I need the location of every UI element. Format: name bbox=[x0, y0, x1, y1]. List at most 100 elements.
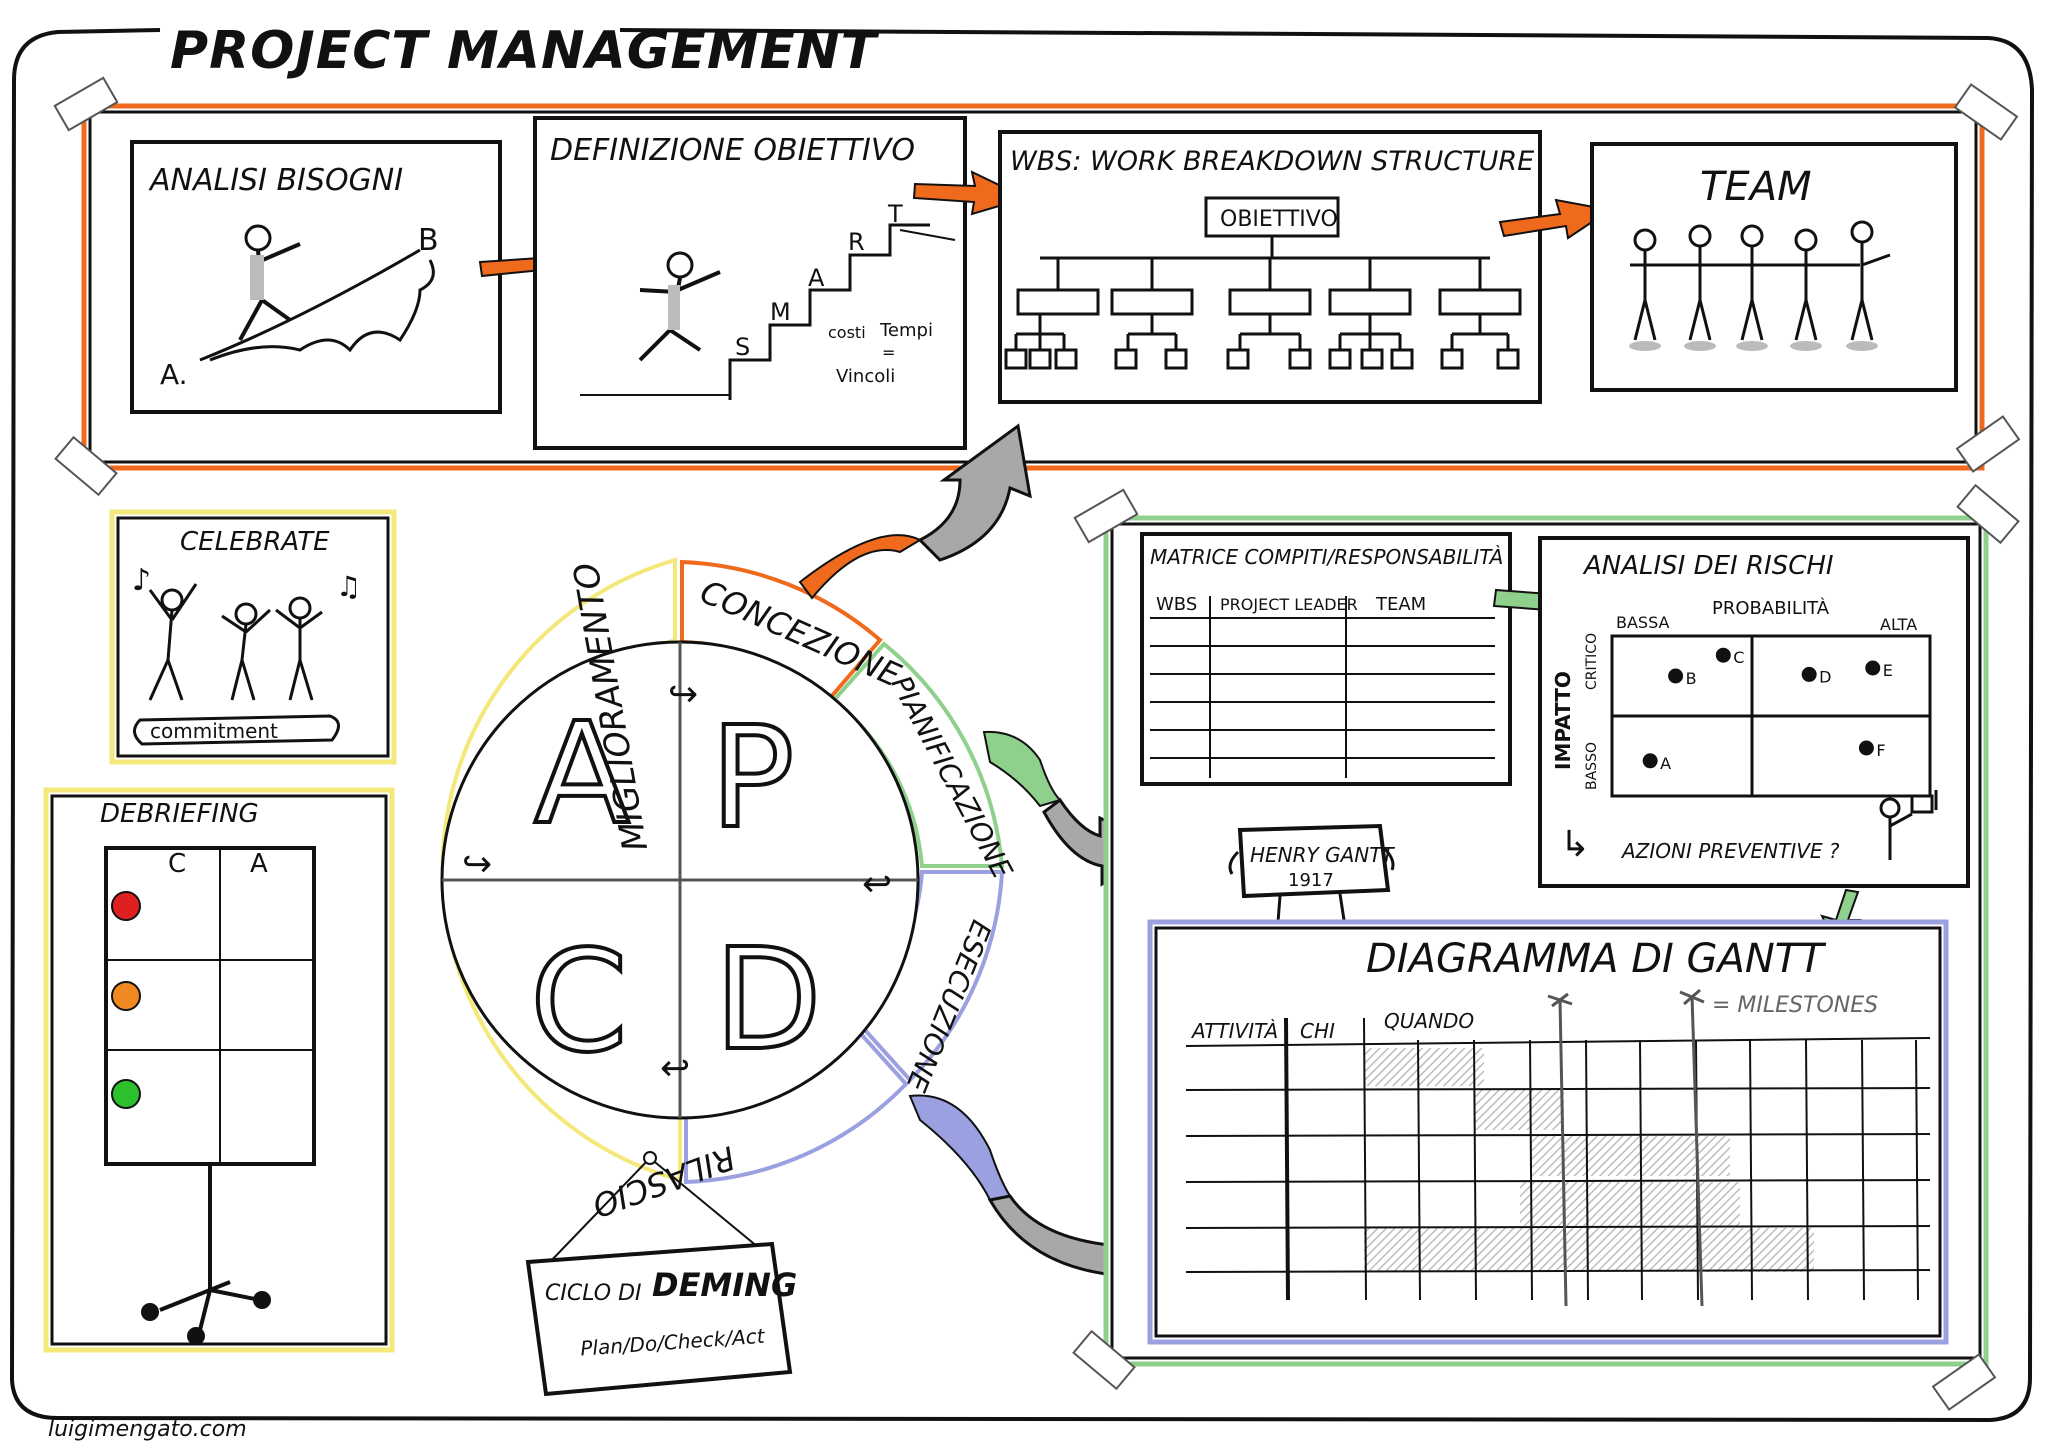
risk-dot-label: D bbox=[1819, 667, 1831, 686]
cycle-arrow-icon: ↪ bbox=[668, 674, 698, 715]
wbs-tree-icon bbox=[1004, 236, 1522, 370]
henry-gantt-sign: Henry Gantt 1917 bbox=[1228, 823, 1395, 923]
music-note-icon: ♪ bbox=[132, 563, 151, 598]
tape bbox=[1953, 83, 2019, 141]
risk-dot bbox=[1642, 753, 1658, 769]
squiggle-path-icon bbox=[209, 259, 435, 362]
point-b-label: B bbox=[418, 223, 439, 258]
risk-dot-label: C bbox=[1733, 648, 1744, 667]
milestone-icon bbox=[1547, 988, 1705, 1307]
dancing-people-icon bbox=[148, 583, 323, 701]
smart-stairs-icon bbox=[728, 223, 930, 400]
team-title: Team bbox=[1700, 164, 1812, 210]
gantt-col-who: Chi bbox=[1300, 1019, 1335, 1043]
gantt-sign-name: Henry Gantt bbox=[1250, 843, 1395, 867]
risk-title: Analisi dei Rischi bbox=[1582, 551, 1834, 581]
gantt-column-line bbox=[1585, 1039, 1589, 1301]
grey-wave-arrow-icon bbox=[917, 423, 1032, 562]
tape bbox=[54, 435, 118, 497]
wbs-title: WBS: Work Breakdown Structure bbox=[1010, 146, 1534, 177]
gantt-sign-year: 1917 bbox=[1288, 870, 1334, 891]
gantt-col-activity: Attività bbox=[1190, 1019, 1278, 1043]
risk-dot bbox=[1858, 740, 1874, 756]
matrix-col-team: Team bbox=[1375, 594, 1426, 615]
gantt-column-line bbox=[1363, 1017, 1367, 1301]
tape bbox=[1931, 1353, 1997, 1411]
constraints-note: Vincoli bbox=[836, 366, 895, 387]
amber-light-icon bbox=[111, 981, 141, 1011]
objective-title: Definizione Obiettivo bbox=[550, 133, 915, 168]
risk-critical-label: Critico bbox=[1584, 633, 1600, 690]
orange-wave-arrow-icon bbox=[798, 534, 923, 600]
gantt-column-line bbox=[1529, 1039, 1533, 1301]
footer-credit: luigimengato.com bbox=[48, 1417, 247, 1442]
smart-step-r: R bbox=[848, 228, 865, 256]
gantt-column-line bbox=[1861, 1039, 1865, 1301]
team-people-icon bbox=[1630, 220, 1891, 341]
equals-note: = bbox=[882, 343, 895, 362]
tape bbox=[1072, 1329, 1136, 1391]
debriefing-board: Debriefing C A bbox=[43, 787, 395, 1353]
tape bbox=[53, 76, 119, 132]
gantt-title: Diagramma di Gantt bbox=[1366, 936, 1827, 982]
gantt-column-line bbox=[1639, 1039, 1643, 1301]
cycle-arrow-icon: ↪ bbox=[462, 844, 492, 885]
smart-step-s: S bbox=[735, 333, 750, 361]
green-wave-arrow-icon bbox=[982, 730, 1062, 808]
red-light-icon bbox=[111, 891, 141, 921]
gantt-row-line bbox=[1185, 1269, 1931, 1273]
objective-card: Definizione Obiettivo S M A R T costi Te… bbox=[533, 116, 967, 450]
person-climbing-icon bbox=[638, 251, 721, 362]
pdca-letter-plan: P bbox=[710, 697, 794, 860]
smart-step-m: M bbox=[770, 298, 791, 326]
green-light-icon bbox=[111, 1079, 141, 1109]
tape bbox=[1956, 483, 2020, 545]
costs-note: costi bbox=[828, 323, 866, 342]
wbs-root-label: Obiettivo bbox=[1220, 207, 1338, 232]
matrix-col-wbs: WBS bbox=[1156, 594, 1197, 615]
smart-step-a: A bbox=[808, 264, 825, 292]
pdca-cycle: A P C D ↪ ↩ ↩ ↪ Concezione Pianificazion… bbox=[440, 557, 1019, 1225]
risk-action-label: Azioni Preventive ? bbox=[1620, 839, 1840, 863]
cycle-arrow-icon: ↩ bbox=[862, 864, 892, 905]
smart-step-t: T bbox=[887, 200, 903, 228]
tape bbox=[1955, 415, 2021, 473]
debriefing-col-c: C bbox=[168, 849, 186, 879]
needs-analysis-title: Analisi Bisogni bbox=[148, 163, 403, 198]
music-note-icon: ♫ bbox=[336, 570, 361, 603]
right-panel: Matrice Compiti/Responsabilità WBS Proje… bbox=[1072, 483, 2020, 1411]
risk-low-impact-label: Basso bbox=[1584, 742, 1600, 790]
gantt-column-line bbox=[1805, 1039, 1809, 1301]
pdca-letter-check: C bbox=[530, 921, 628, 1084]
gantt-row-line bbox=[1185, 1179, 1931, 1183]
flipchart-stand-icon bbox=[141, 1164, 271, 1345]
risk-dot bbox=[1668, 668, 1684, 684]
debriefing-col-a: A bbox=[250, 849, 268, 879]
commitment-banner bbox=[133, 714, 340, 746]
blue-wave-arrow-icon bbox=[908, 1094, 1012, 1202]
risk-dot bbox=[1801, 666, 1817, 682]
team-people-shadow bbox=[1629, 341, 1878, 351]
risk-dot bbox=[1715, 647, 1731, 663]
gantt-col-when: Quando bbox=[1384, 1009, 1474, 1033]
curved-arrow-icon: ↳ bbox=[1560, 824, 1590, 865]
responsibility-matrix-card: Matrice Compiti/Responsabilità WBS Proje… bbox=[1140, 532, 1512, 786]
risk-dot-label: E bbox=[1883, 661, 1893, 680]
gantt-column-line bbox=[1473, 1039, 1477, 1301]
risk-low-prob-label: Bassa bbox=[1616, 613, 1670, 632]
risk-analysis-card: Analisi dei Rischi Probabilità Bassa Alt… bbox=[1538, 536, 1970, 888]
gantt-row-line bbox=[1185, 1225, 1931, 1229]
gantt-column-line bbox=[1749, 1039, 1753, 1301]
thinking-person-icon bbox=[1879, 790, 1938, 860]
pdca-letter-do: D bbox=[714, 919, 822, 1082]
gantt-chart-card: Diagramma di Gantt Attività Chi Quando =… bbox=[1147, 919, 1949, 1345]
page-title: Project Management bbox=[170, 21, 880, 81]
risk-high-prob-label: Alta bbox=[1880, 615, 1917, 634]
risk-dot bbox=[1865, 660, 1881, 676]
gantt-hatched-bars bbox=[1364, 1048, 1814, 1272]
gantt-milestones-note: = Milestones bbox=[1712, 993, 1878, 1018]
matrix-title: Matrice Compiti/Responsabilità bbox=[1150, 545, 1503, 569]
cycle-arrow-icon: ↩ bbox=[660, 1048, 690, 1089]
gantt-grid bbox=[1185, 1017, 1931, 1301]
